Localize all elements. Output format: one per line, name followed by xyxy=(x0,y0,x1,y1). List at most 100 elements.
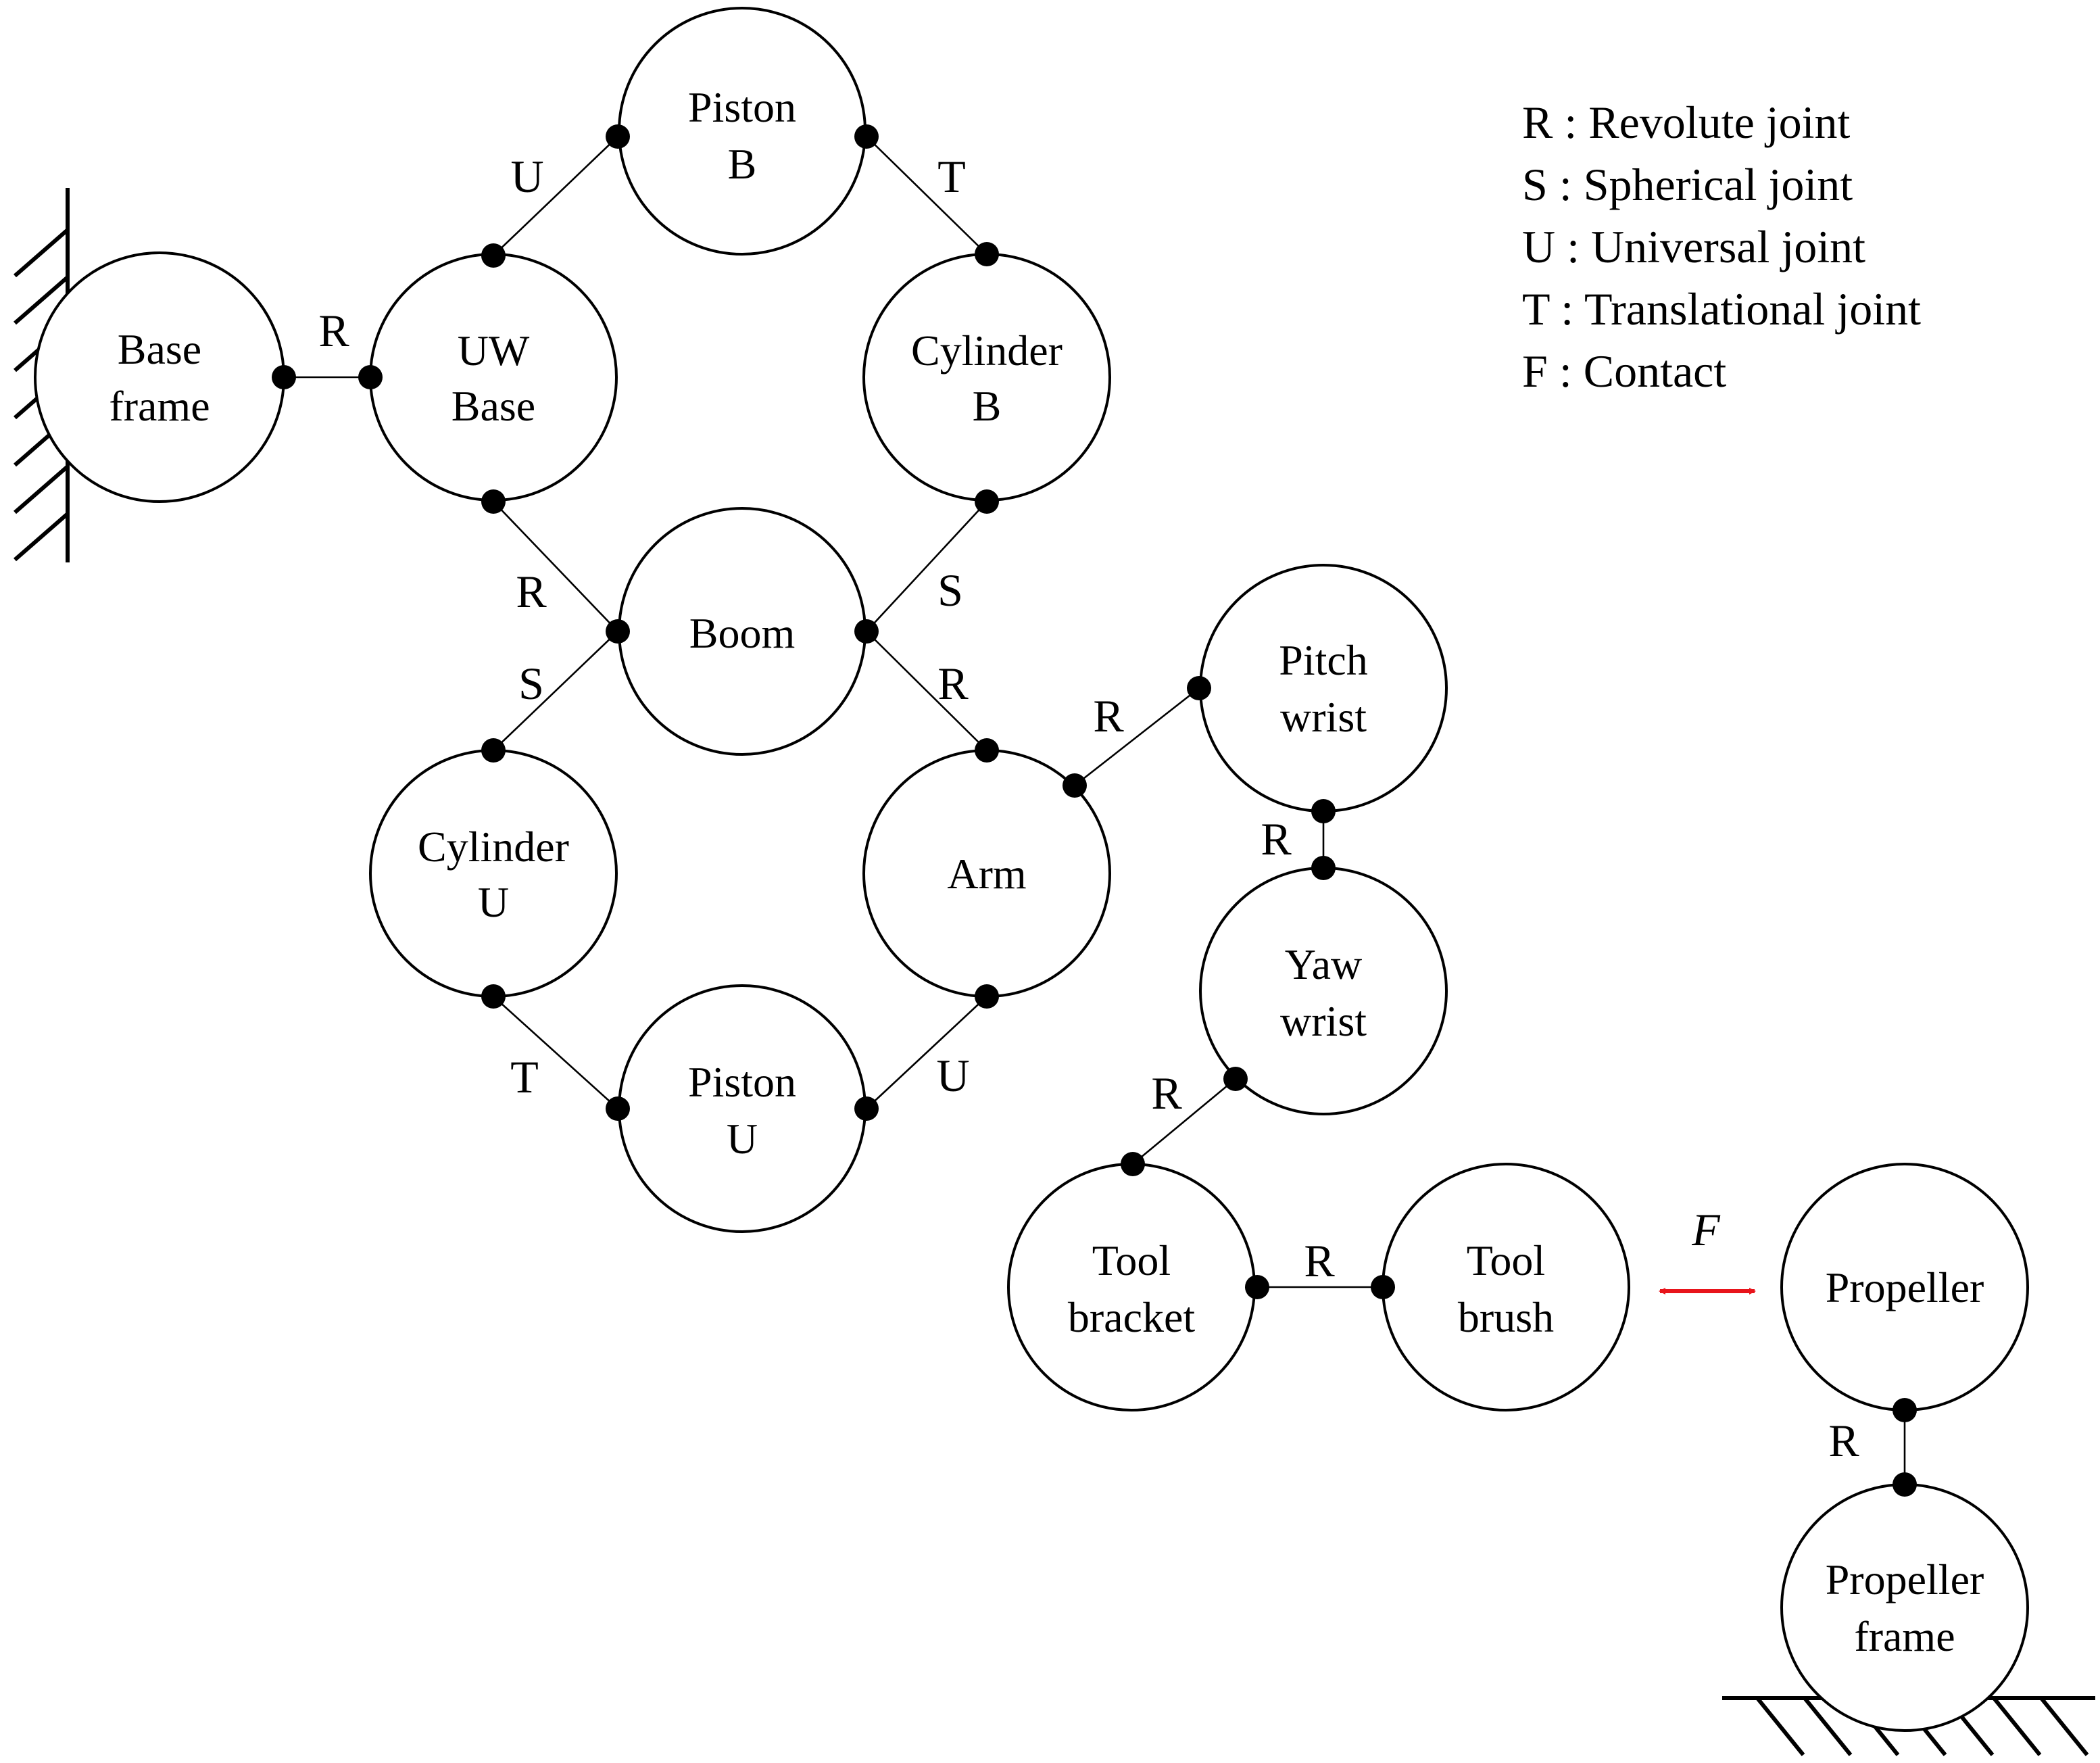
legend-item-contact: F : Contact xyxy=(1522,345,1726,397)
body-cylinder-b: Cylinder B xyxy=(862,253,1111,502)
joint-dot xyxy=(606,1096,630,1121)
body-tool-bracket: Tool bracket xyxy=(1007,1163,1256,1411)
link-uw-boom xyxy=(493,501,618,632)
joint-dot xyxy=(1311,856,1336,880)
body-label-line1: Propeller xyxy=(1826,1555,1984,1603)
joint-dot xyxy=(1223,1067,1248,1091)
legend-item-translational: T : Translational joint xyxy=(1522,283,1921,335)
body-label-line1: Cylinder xyxy=(911,327,1063,375)
joint-label-base-uw: R xyxy=(318,305,349,356)
legend-item-spherical: S : Spherical joint xyxy=(1522,159,1853,210)
body-boom: Boom xyxy=(618,507,866,756)
joint-dot xyxy=(1893,1398,1917,1422)
joint-dot xyxy=(975,242,999,266)
link-boom-cylu xyxy=(493,631,618,751)
link-uw-pistonb xyxy=(493,136,618,256)
joint-label-pistonu-arm: U xyxy=(936,1050,969,1101)
body-label-line1: Tool xyxy=(1467,1236,1545,1284)
link-cylb-boom xyxy=(866,501,987,632)
joint-dot xyxy=(854,619,879,644)
body-label-line2: B xyxy=(728,140,757,188)
joint-dot xyxy=(358,365,383,389)
joint-dot xyxy=(975,738,999,763)
body-label-line2: B xyxy=(973,382,1002,430)
body-label-line1: Arm xyxy=(947,850,1026,898)
body-label-line1: Piston xyxy=(688,83,796,131)
body-label-line2: Base xyxy=(451,382,535,430)
joint-dot xyxy=(481,738,506,763)
joint-dot xyxy=(1371,1275,1395,1299)
body-label-line2: U xyxy=(478,878,509,926)
link-cylu-pistonu xyxy=(493,996,618,1109)
joint-dot xyxy=(606,124,630,149)
joint-dot xyxy=(1063,773,1087,798)
contact-indicator: F xyxy=(1659,1204,1756,1295)
joint-dot xyxy=(1121,1152,1145,1176)
body-label-line2: frame xyxy=(109,382,210,430)
body-propeller-frame: Propeller frame xyxy=(1780,1483,2029,1732)
joint-dot xyxy=(1245,1275,1269,1299)
joint-dot xyxy=(975,489,999,514)
legend-item-universal: U : Universal joint xyxy=(1522,221,1865,272)
links xyxy=(284,136,1906,1484)
joint-dot xyxy=(1893,1472,1917,1497)
joint-label-yaw-bracket: R xyxy=(1151,1067,1182,1119)
joint-label-boom-cylu: S xyxy=(518,658,544,709)
joint-label-uw-boom: R xyxy=(516,566,547,617)
contact-label: F xyxy=(1691,1204,1721,1255)
body-pitch-wrist: Pitch wrist xyxy=(1199,564,1448,813)
body-label-line1: UW xyxy=(458,327,530,375)
body-cylinder-u: Cylinder U xyxy=(369,749,618,998)
link-pistonb-cylb xyxy=(866,136,987,255)
body-label-line2: frame xyxy=(1854,1612,1955,1660)
body-propeller: Propeller xyxy=(1780,1163,2029,1411)
body-yaw-wrist: Yaw wrist xyxy=(1199,867,1448,1115)
joint-label-propeller-frame: R xyxy=(1828,1415,1859,1466)
joint-dot xyxy=(606,619,630,644)
joint-label-cylu-pistonu: T xyxy=(510,1051,539,1103)
body-label-line1: Tool xyxy=(1092,1236,1171,1284)
link-yaw-bracket xyxy=(1132,1078,1236,1165)
joint-dot xyxy=(1311,799,1336,823)
body-label-line2: wrist xyxy=(1280,693,1367,741)
joint-dot xyxy=(854,124,879,149)
joint-dots xyxy=(272,124,1917,1497)
link-arm-pitch xyxy=(1074,687,1200,787)
body-piston-b: Piston B xyxy=(618,7,866,256)
body-tool-brush: Tool brush xyxy=(1382,1163,1630,1411)
link-pistonu-arm xyxy=(866,996,987,1109)
body-label-line1: Yaw xyxy=(1285,940,1362,988)
legend-item-revolute: R : Revolute joint xyxy=(1522,97,1851,148)
joint-dot xyxy=(481,984,506,1009)
body-label-line2: brush xyxy=(1458,1293,1554,1341)
body-arm: Arm xyxy=(862,749,1111,998)
joint-labels: R U T R S S R T U R R R R R xyxy=(318,151,1859,1466)
joint-dot xyxy=(481,489,506,514)
joint-label-cylb-boom: S xyxy=(937,564,963,616)
body-label-line1: Cylinder xyxy=(418,823,569,871)
joint-label-bracket-brush: R xyxy=(1304,1235,1335,1286)
body-base-frame: Base frame xyxy=(34,251,285,503)
body-label-line1: Propeller xyxy=(1826,1263,1984,1311)
joint-label-pitch-yaw: R xyxy=(1261,813,1292,865)
joint-label-uw-pistonb: U xyxy=(510,151,543,202)
joint-label-arm-pitch: R xyxy=(1093,690,1124,742)
joint-dot xyxy=(481,243,506,268)
body-label-line2: U xyxy=(727,1115,758,1163)
legend: R : Revolute joint S : Spherical joint U… xyxy=(1522,97,1921,397)
body-label-line2: bracket xyxy=(1068,1293,1196,1341)
joint-label-pistonb-cylb: T xyxy=(937,151,966,202)
body-label-line2: wrist xyxy=(1280,997,1367,1045)
joint-dot xyxy=(975,984,999,1009)
body-piston-u: Piston U xyxy=(618,984,866,1233)
body-label-line1: Piston xyxy=(688,1058,796,1106)
joint-label-boom-arm: R xyxy=(937,658,969,709)
link-boom-arm xyxy=(866,631,987,751)
body-uw-base: UW Base xyxy=(369,253,618,502)
joint-dot xyxy=(272,365,296,389)
joint-dot xyxy=(854,1096,879,1121)
joint-dot xyxy=(1187,676,1211,700)
body-label-line1: Boom xyxy=(689,609,795,657)
body-label-line1: Base xyxy=(118,325,201,373)
